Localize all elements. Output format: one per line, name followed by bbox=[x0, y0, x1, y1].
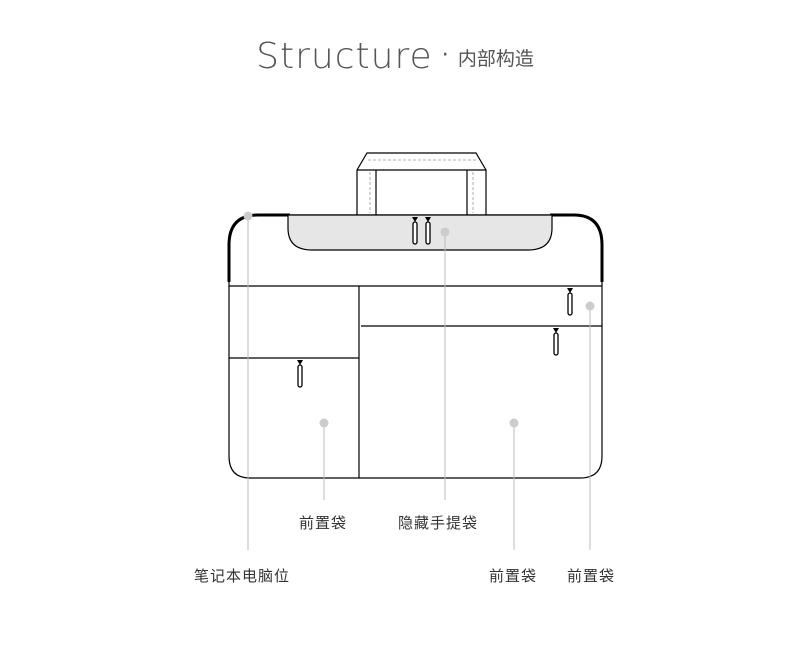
pointer-front-pocket-left bbox=[319, 418, 329, 500]
label-front-pocket-right: 前置袋 bbox=[567, 567, 616, 585]
pointer-hidden-handle-pocket bbox=[440, 227, 450, 500]
zipper-pull-icon bbox=[567, 288, 573, 316]
pointer-front-pocket-center bbox=[509, 418, 519, 550]
zipper-pull-icon bbox=[412, 217, 418, 245]
zipper-pull-icon bbox=[425, 217, 431, 245]
title-separator: · bbox=[441, 43, 449, 68]
label-hidden-handle-pocket: 隐藏手提袋 bbox=[398, 514, 479, 532]
zipper-pull-icon bbox=[553, 328, 559, 356]
pointer-laptop-compartment bbox=[243, 211, 253, 550]
compartment-lines bbox=[229, 285, 602, 478]
label-laptop-compartment: 笔记本电脑位 bbox=[194, 567, 291, 585]
zipper-pulls bbox=[297, 217, 573, 388]
bag-handle bbox=[356, 152, 487, 215]
title-subtitle: 内部构造 bbox=[457, 48, 534, 70]
page-title: Structure · 内部构造 bbox=[0, 36, 790, 77]
bag-body bbox=[228, 214, 603, 479]
hidden-handle-pocket bbox=[287, 214, 553, 251]
pointer-front-pocket-right bbox=[585, 301, 595, 550]
label-front-pocket-center: 前置袋 bbox=[489, 567, 538, 585]
label-front-pocket-left: 前置袋 bbox=[299, 514, 348, 532]
pointers bbox=[243, 211, 595, 550]
zipper-pull-icon bbox=[297, 360, 303, 388]
title-main: Structure bbox=[256, 36, 433, 77]
